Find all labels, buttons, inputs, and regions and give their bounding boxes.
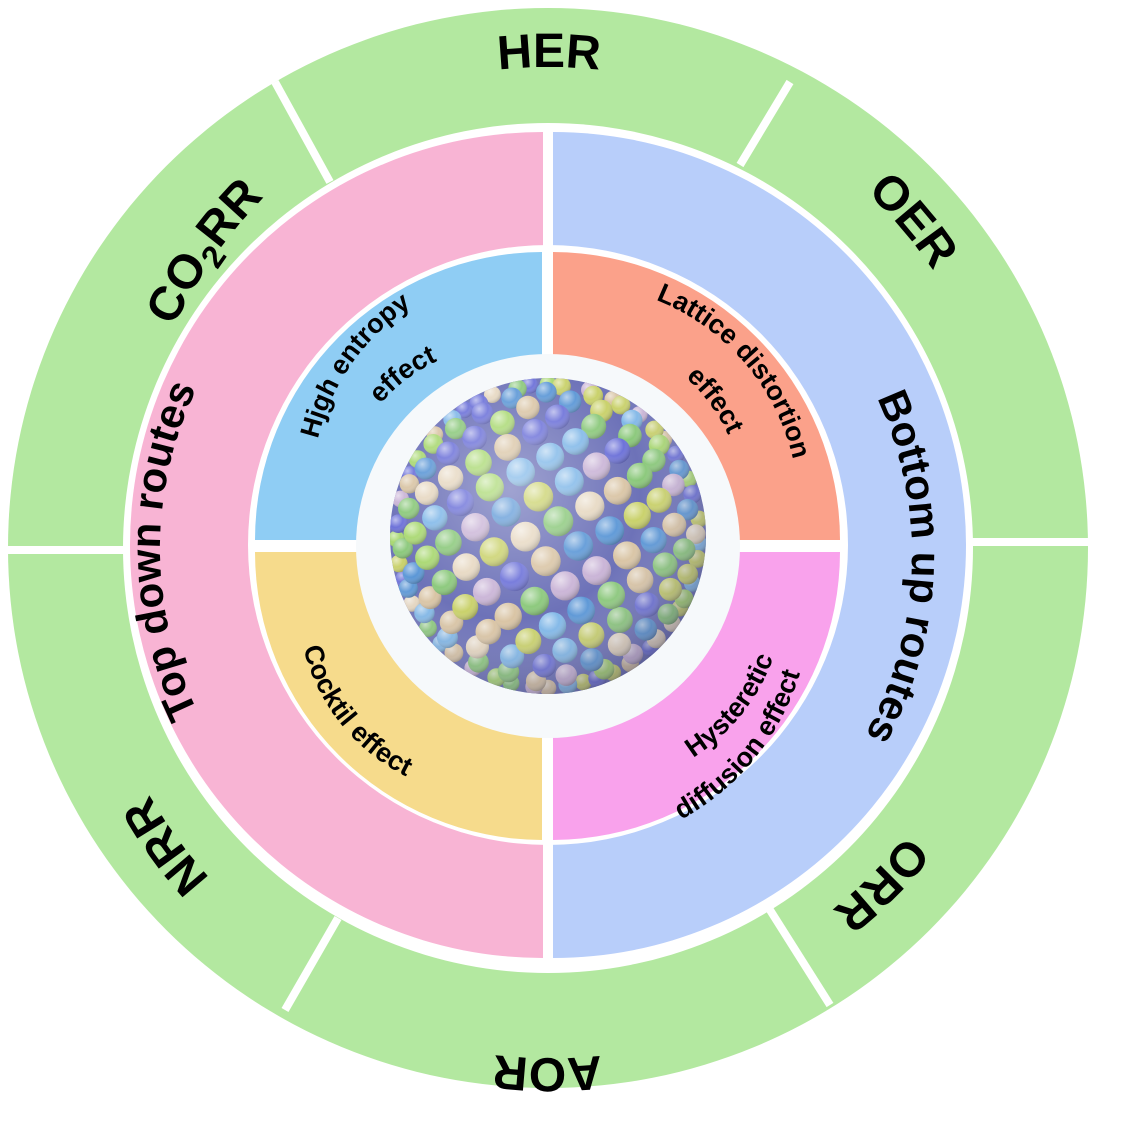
reaction-label-aor: AOR bbox=[491, 1044, 604, 1100]
outer-ring-dividers bbox=[5, 79, 1090, 1012]
sphere-shading bbox=[390, 378, 706, 694]
reaction-label-her: HER bbox=[495, 25, 602, 80]
nanoparticle-sphere bbox=[390, 378, 706, 694]
